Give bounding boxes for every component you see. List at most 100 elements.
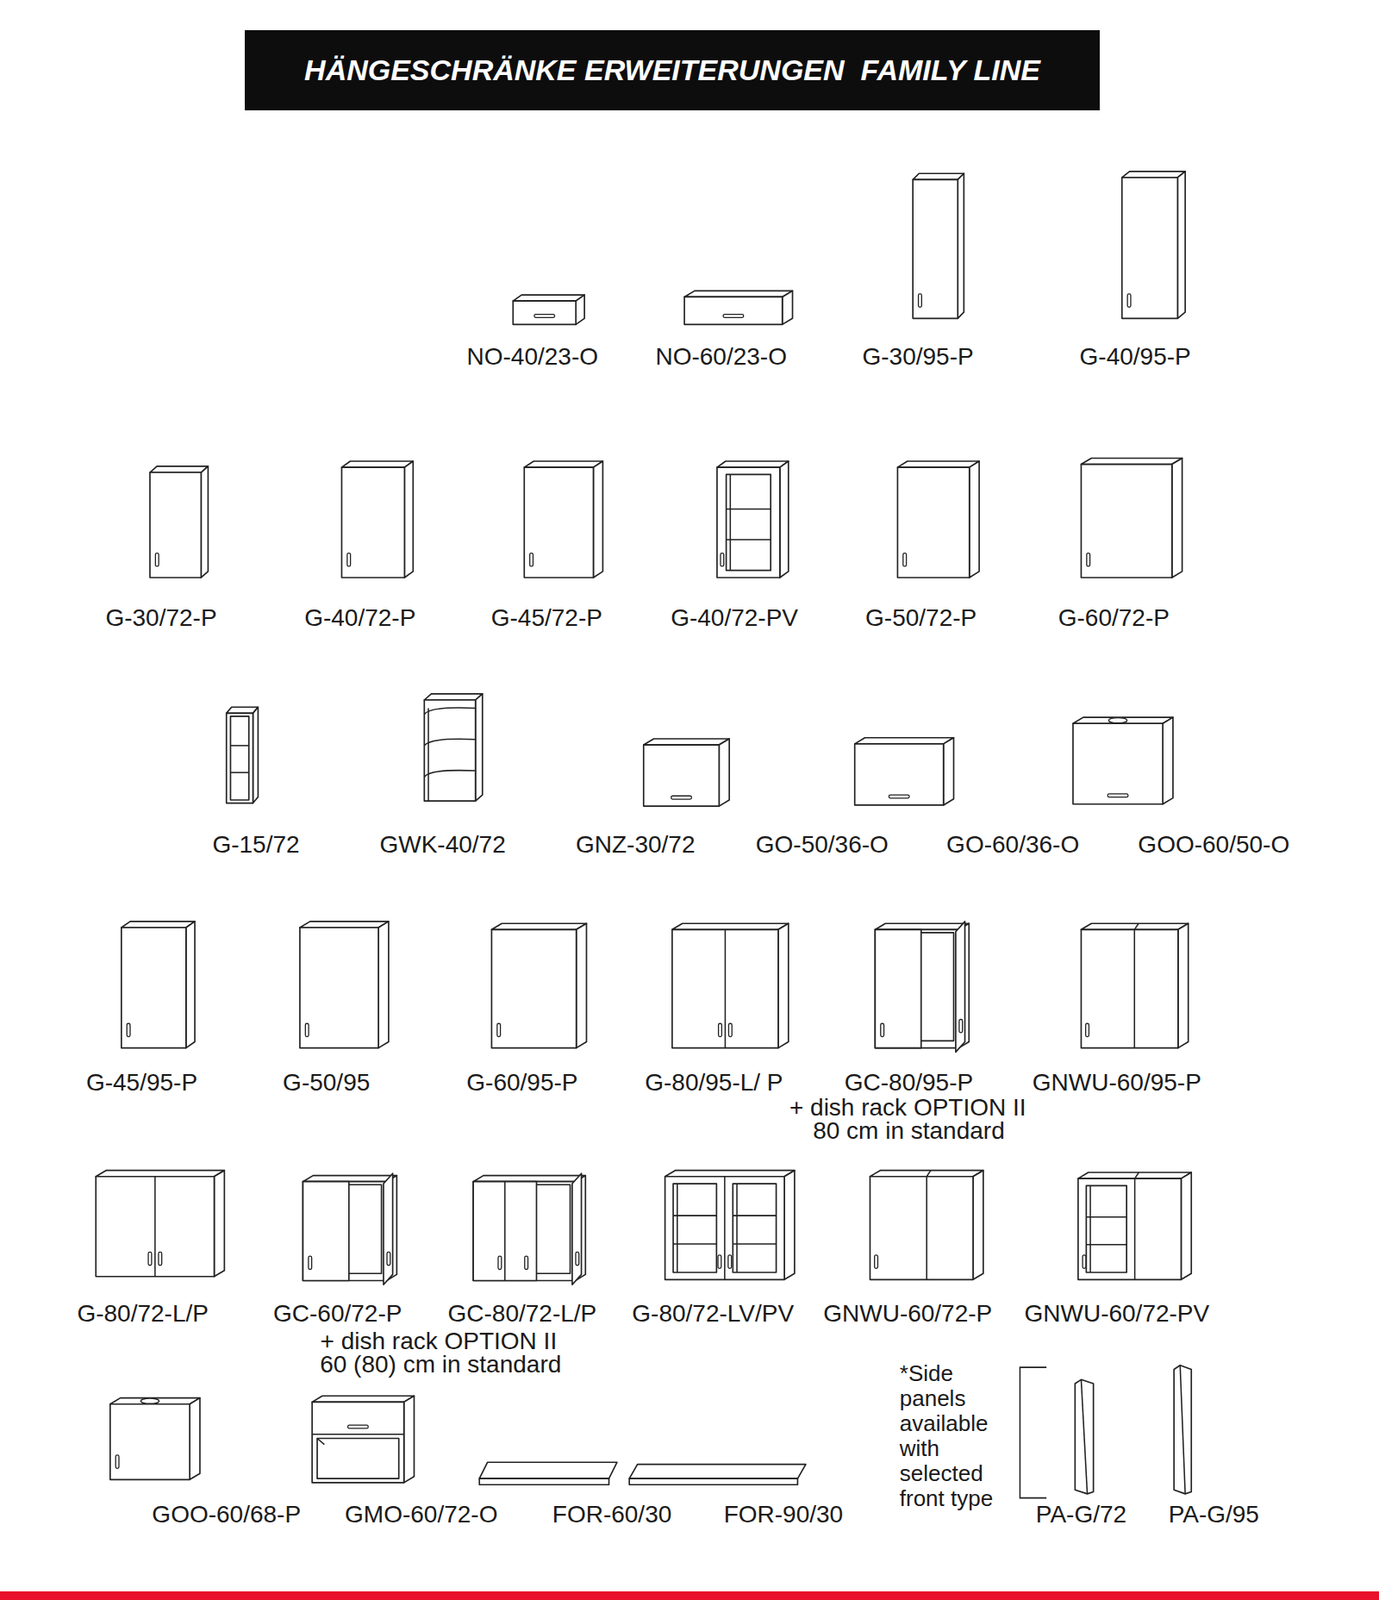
model-code: GMO-60/72-O — [344, 1501, 498, 1529]
cabinet-figure — [854, 737, 955, 805]
cabinet-front — [643, 744, 720, 806]
door-handle — [305, 1023, 309, 1036]
cabinet-door — [302, 1181, 349, 1281]
cabinet-figure — [226, 706, 259, 803]
cabinet-front — [424, 699, 475, 801]
cabinet-line — [154, 1176, 156, 1277]
cabinet-face — [957, 173, 964, 319]
door-handle — [347, 553, 351, 567]
cabinet-line — [1134, 923, 1139, 930]
cabinet-figure — [1080, 923, 1188, 1048]
cabinet-face — [665, 1170, 795, 1177]
cabinet-interior — [230, 716, 249, 800]
cabinet-face — [121, 921, 195, 928]
model-code: + dish rack OPTION II — [789, 1094, 1027, 1122]
door-handle — [498, 1255, 502, 1269]
glass-pane — [726, 474, 772, 570]
glass-pane — [732, 1183, 776, 1273]
round-shelf — [424, 707, 475, 715]
cabinet-face — [311, 1395, 414, 1402]
cabinet-face — [424, 693, 482, 700]
flap-handle — [671, 795, 693, 799]
cabinet-face — [576, 923, 587, 1048]
cabinet-line — [724, 929, 727, 1048]
model-code: GC-60/72-P — [273, 1300, 402, 1328]
cabinet-front — [121, 927, 187, 1049]
cabinet-face — [973, 1170, 984, 1280]
cabinet-line — [1134, 929, 1136, 1048]
cabinet-face — [95, 1170, 225, 1177]
cabinet-face — [404, 1395, 415, 1483]
cabinet-front — [1122, 177, 1179, 319]
title-bar: HÄNGESCHRÄNKE ERWEITERUNGEN FAMILY LINE — [244, 30, 1100, 111]
cabinet-front — [226, 712, 254, 803]
model-code: G-15/72 — [212, 830, 300, 858]
model-code: GWK-40/72 — [379, 830, 506, 858]
cabinet-front — [512, 300, 576, 325]
model-code: G-30/95-P — [861, 343, 974, 371]
door-handle — [720, 553, 724, 567]
glass-pane — [673, 1183, 717, 1273]
cabinet-face — [524, 461, 603, 468]
door-handle — [497, 1023, 501, 1036]
cabinet-front — [1080, 929, 1178, 1048]
cabinet-front — [1080, 464, 1172, 578]
cabinet-face — [200, 466, 208, 578]
cabinet-face — [778, 923, 789, 1048]
model-code: G-60/72-P — [1058, 605, 1170, 632]
model-code: G-50/72-P — [865, 605, 977, 632]
cabinet-face — [897, 461, 980, 468]
door-handle — [115, 1454, 119, 1468]
model-code: G-40/72-P — [304, 605, 416, 632]
flap-handle — [888, 794, 910, 799]
cabinet-face — [779, 461, 789, 578]
cabinet-figure — [1122, 171, 1186, 319]
cabinet-figure — [491, 923, 587, 1048]
cabinet-figure — [897, 461, 980, 578]
door-handle — [717, 1254, 722, 1268]
cabinet-figure — [1080, 457, 1182, 577]
cabinet-face — [1173, 1365, 1192, 1494]
cabinet-door — [874, 929, 921, 1048]
model-code: GOO-60/50-O — [1137, 830, 1290, 858]
cabinet-line — [1089, 1185, 1092, 1273]
model-code: GNWU-60/95-P — [1032, 1068, 1202, 1096]
door-handle — [148, 1251, 152, 1265]
cabinet-figure — [299, 921, 389, 1049]
cabinet-front — [299, 927, 379, 1049]
cabinet-line — [925, 1176, 928, 1280]
model-code: + dish rack OPTION II — [320, 1328, 558, 1355]
model-code: 80 cm in standard — [812, 1117, 1005, 1145]
door-handle — [918, 293, 923, 307]
cabinet-front — [665, 1176, 785, 1280]
cabinet-face — [782, 290, 793, 325]
door-handle — [126, 1023, 131, 1036]
cabinet-figure — [1074, 1379, 1093, 1494]
cabinet-line — [736, 1183, 738, 1273]
cabinet-face — [943, 737, 955, 805]
red-footer-bar — [0, 1591, 1379, 1600]
model-code: GOO-60/68-P — [151, 1501, 301, 1529]
cabinet-figure — [1019, 1366, 1047, 1498]
cabinet-line — [926, 1170, 931, 1177]
model-code: G-50/95 — [282, 1068, 370, 1096]
model-code: NO-40/23-O — [467, 343, 600, 371]
door-handle — [1082, 1254, 1086, 1268]
cabinet-line — [730, 474, 732, 570]
door-handle — [728, 1023, 732, 1036]
door-handle — [1086, 553, 1091, 567]
cabinet-face — [1080, 457, 1182, 464]
cabinet-front — [672, 929, 779, 1048]
cabinet-figure — [1078, 1172, 1192, 1280]
cabinet-figure — [672, 923, 789, 1048]
door-handle — [386, 1251, 391, 1265]
cabinet-face — [684, 290, 793, 297]
cabinet-face — [1122, 171, 1186, 178]
door-handle — [155, 553, 159, 567]
cabinet-face — [629, 1478, 798, 1485]
cabinet-line — [673, 1214, 717, 1217]
flap-handle — [1107, 793, 1129, 798]
cabinet-front — [869, 1176, 974, 1280]
cabinet-face — [572, 1173, 582, 1285]
